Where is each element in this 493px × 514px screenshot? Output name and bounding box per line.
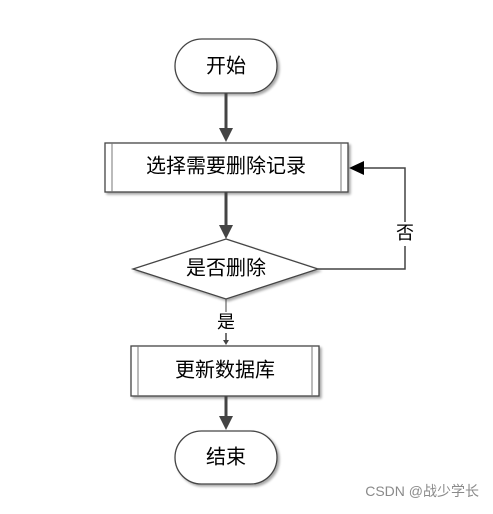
arrow-update-to-end: [219, 396, 233, 430]
no-label-backdrop: [393, 222, 417, 246]
start-label: 开始: [206, 54, 246, 78]
select-records-label: 选择需要删除记录: [146, 154, 306, 178]
arrow-yes: [223, 299, 229, 345]
decision-node: 是否删除: [130, 238, 321, 300]
no-label: 否: [396, 223, 414, 244]
select-records-node: 选择需要删除记录: [104, 142, 349, 193]
yes-label: 是: [217, 312, 235, 333]
update-database-label: 更新数据库: [175, 358, 275, 382]
update-database-node: 更新数据库: [130, 345, 320, 397]
end-label: 结束: [206, 445, 246, 469]
arrow-select-to-decision: [219, 192, 233, 239]
end-node: 结束: [174, 430, 278, 485]
start-node: 开始: [174, 38, 278, 94]
decision-label: 是否删除: [186, 256, 266, 280]
arrow-no-loop: [318, 161, 406, 270]
arrow-start-to-select: [219, 93, 233, 142]
watermark-text: CSDN @战少学长: [365, 483, 479, 499]
